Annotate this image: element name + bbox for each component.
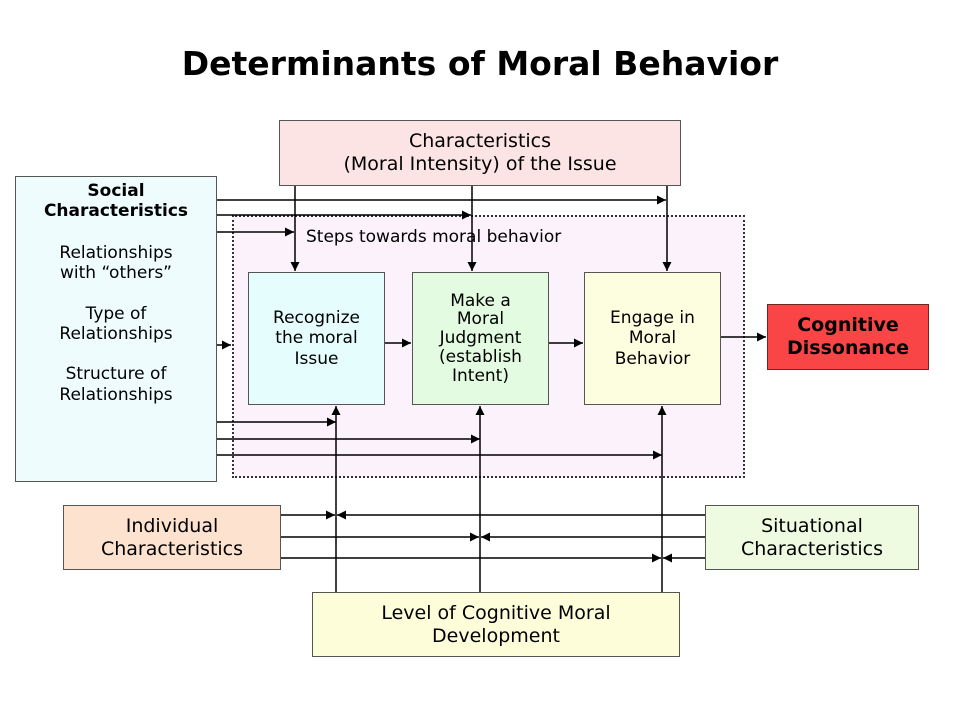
engage-line-2: Moral (628, 328, 677, 349)
social-item-3-line-2: Relationships (59, 384, 173, 405)
recognize-line-1: Recognize (273, 307, 360, 328)
individual-line-2: Characteristics (100, 537, 244, 560)
cognitive-moral-development-box: Level of Cognitive Moral Development (312, 592, 680, 657)
social-item-2-line-1: Type of (85, 303, 147, 324)
dissonance-line-1: Cognitive (797, 314, 899, 337)
issue-characteristics-box: Characteristics (Moral Intensity) of the… (279, 120, 681, 186)
recognize-line-3: Issue (294, 348, 339, 369)
recognize-line-2: the moral (275, 328, 358, 349)
judgment-line-2: Moral (456, 309, 505, 330)
engage-behavior-box: Engage in Moral Behavior (584, 272, 721, 405)
individual-characteristics-box: Individual Characteristics (63, 505, 281, 570)
social-item-2-line-2: Relationships (59, 323, 173, 344)
situational-line-2: Characteristics (740, 537, 884, 560)
issue-line-2: (Moral Intensity) of the Issue (343, 153, 617, 175)
dissonance-line-2: Dissonance (787, 337, 909, 359)
social-heading-1: Social (87, 181, 145, 201)
social-heading-2: Characteristics (43, 201, 189, 222)
situational-line-1: Situational (761, 514, 863, 537)
judgment-line-1: Make a (450, 290, 511, 311)
engage-line-1: Engage in (610, 307, 695, 328)
engage-line-3: Behavior (614, 348, 691, 369)
issue-line-1: Characteristics (408, 130, 552, 153)
steps-label: Steps towards moral behavior (306, 227, 562, 247)
cognitive-dev-line-2: Development (432, 624, 560, 647)
social-item-3-line-1: Structure of (65, 364, 167, 385)
judgment-line-4: (establish (439, 346, 522, 367)
social-characteristics-box: Social Characteristics Relationships wit… (15, 176, 217, 482)
recognize-issue-box: Recognize the moral Issue (248, 272, 385, 405)
cognitive-dev-line-1: Level of Cognitive Moral (381, 601, 611, 624)
judgment-line-3: Judgment (439, 328, 522, 349)
social-item-1-line-1: Relationships (59, 242, 173, 263)
social-item-1-line-2: with “others” (60, 263, 172, 284)
situational-characteristics-box: Situational Characteristics (705, 505, 919, 570)
individual-line-1: Individual (125, 514, 219, 537)
judgment-line-5: Intent) (452, 365, 509, 386)
cognitive-dissonance-box: Cognitive Dissonance (767, 304, 929, 370)
diagram-title: Determinants of Moral Behavior (181, 44, 779, 83)
moral-judgment-box: Make a Moral Judgment (establish Intent) (412, 272, 549, 405)
